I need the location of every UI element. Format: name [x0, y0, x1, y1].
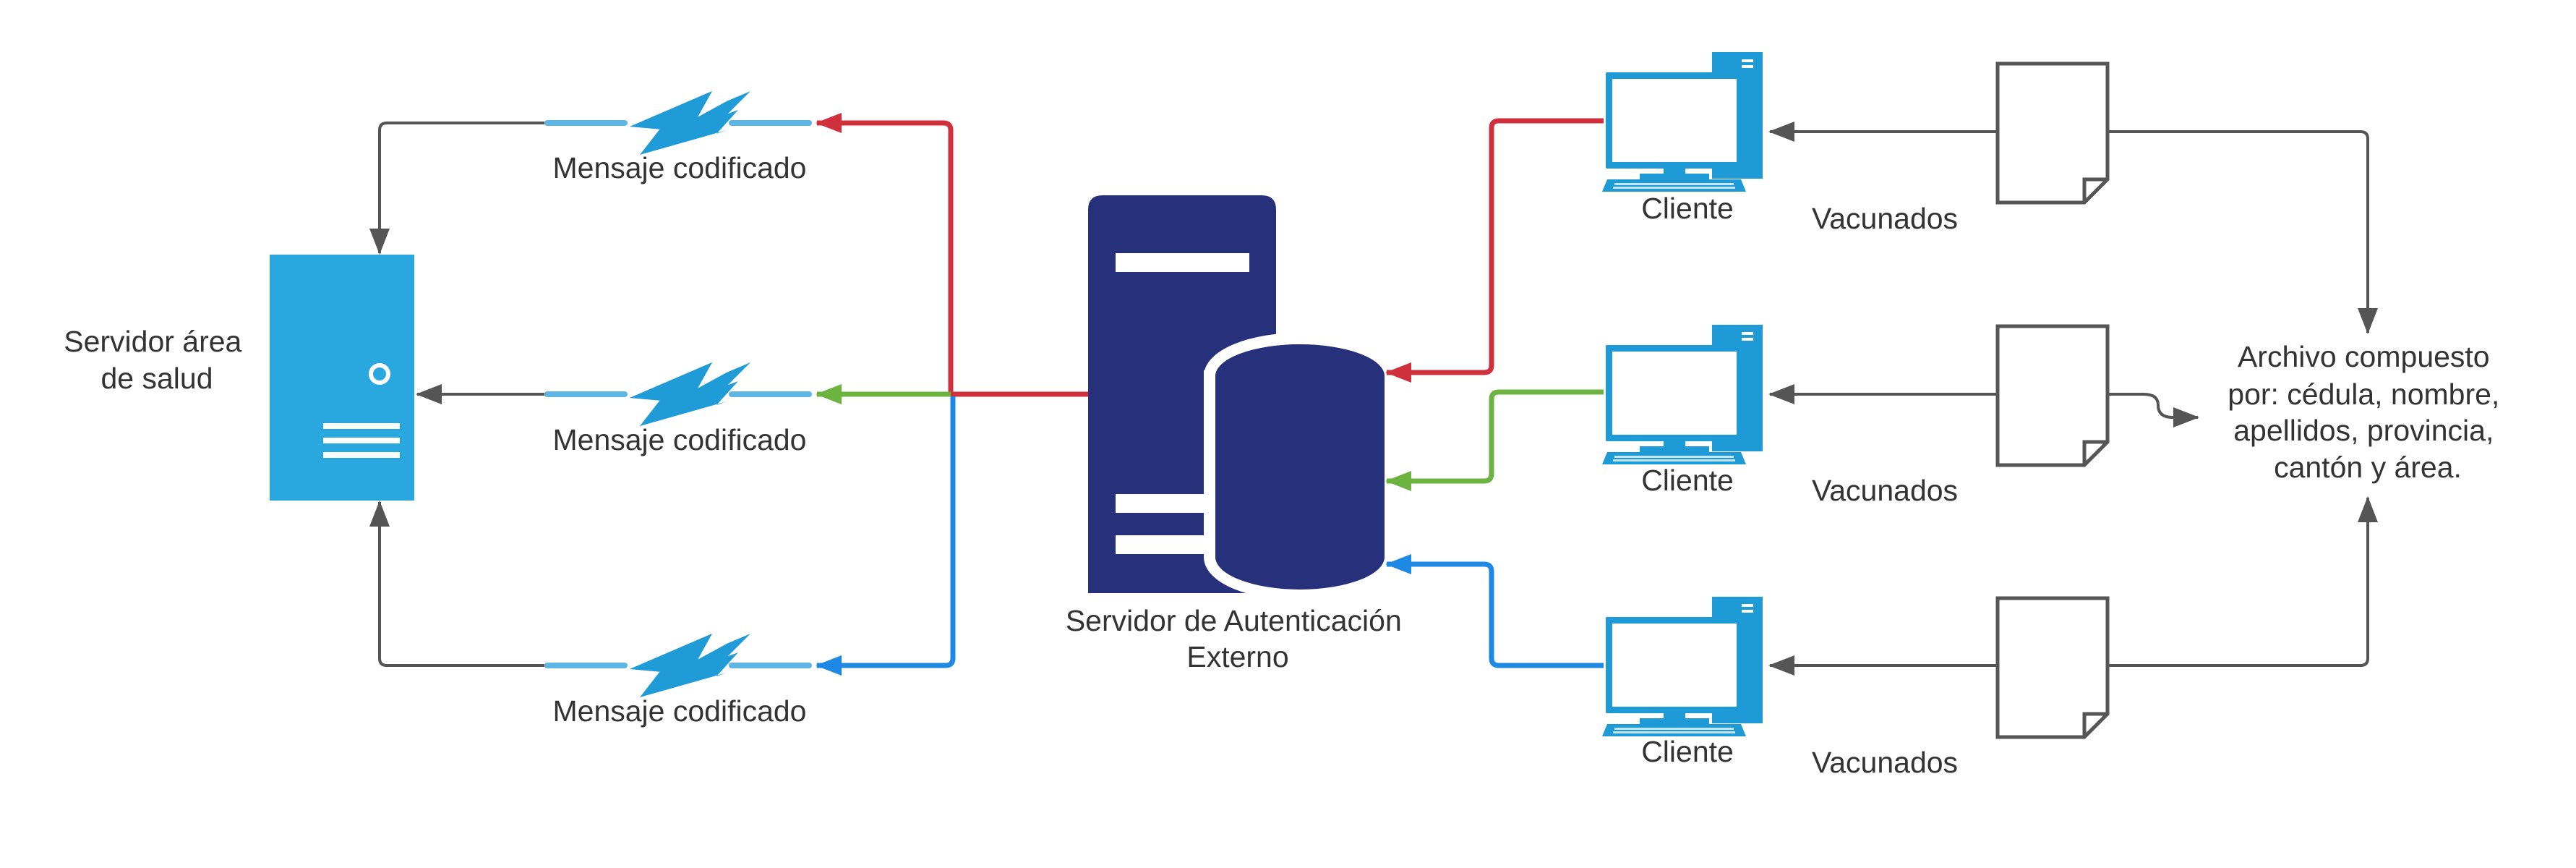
auth-server-label: Servidor de Autenticación Externo	[1066, 604, 1410, 673]
health-server-label: Servidor área de salud	[64, 325, 250, 395]
encoded-message-label: Mensaje codificado	[553, 423, 807, 456]
client-label: Cliente	[1641, 735, 1734, 768]
lightning-icon	[544, 91, 812, 155]
blue-connector	[816, 396, 956, 676]
auth-server	[1088, 195, 1396, 600]
arrow-doc-to-file-middle	[2108, 393, 2199, 427]
vaccinated-label: Vacunados	[1812, 474, 1958, 507]
document-icon	[1998, 598, 2108, 737]
client-computer-icon	[1602, 52, 1763, 192]
arrow-to-server-bottom	[369, 501, 544, 667]
lightning-icon	[544, 362, 812, 426]
document-icon	[1998, 64, 2108, 203]
blue-client-connector	[1385, 554, 1604, 668]
green-client-connector	[1385, 389, 1604, 491]
encoded-message-label: Mensaje codificado	[553, 694, 807, 728]
client-computer-icon	[1602, 597, 1763, 736]
arrow-to-server-top	[369, 122, 544, 255]
red-connector	[816, 113, 1088, 397]
red-client-connector	[1385, 118, 1604, 383]
document-icon	[1998, 326, 2108, 465]
vaccinated-label: Vacunados	[1812, 746, 1958, 779]
client-label: Cliente	[1641, 192, 1734, 225]
client-label: Cliente	[1641, 464, 1734, 497]
encoded-message-label: Mensaje codificado	[553, 151, 807, 184]
composite-file-label: Archivo compuesto por: cédula, nombre, a…	[2228, 340, 2507, 484]
client-computer-icon	[1602, 325, 1763, 464]
arrow-doc-to-file-top	[2108, 130, 2378, 334]
health-server	[270, 255, 414, 501]
database-icon	[1204, 333, 1396, 600]
vaccinated-label: Vacunados	[1812, 202, 1958, 235]
lightning-icon	[544, 634, 812, 697]
arrow-doc-to-file-bottom	[2108, 496, 2378, 667]
